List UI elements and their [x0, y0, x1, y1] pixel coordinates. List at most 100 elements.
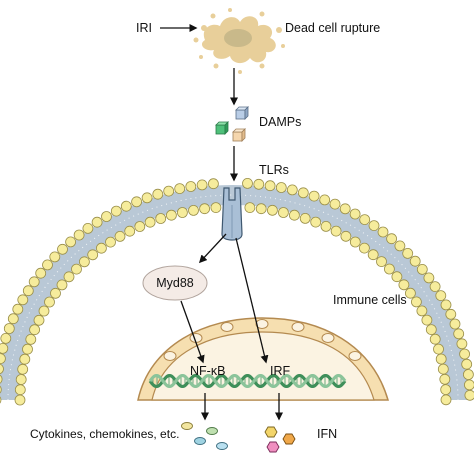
lipid-head [310, 216, 322, 228]
lipid-head [28, 276, 40, 288]
dna-strand-2 [148, 373, 347, 389]
lipid-head [56, 279, 68, 291]
lipid-head [196, 179, 208, 191]
lipid-head [57, 243, 68, 255]
lipid-head [15, 374, 27, 385]
cytokine-molecule [216, 442, 228, 450]
nuclear-pore [291, 322, 305, 332]
cytokine-molecules [181, 422, 228, 450]
lipid-head [7, 313, 19, 325]
lipid-head [199, 203, 211, 215]
lipid-head [253, 178, 265, 190]
debris [199, 55, 203, 59]
lipid-head [244, 202, 256, 214]
lipid-head [288, 209, 300, 221]
lipid-head [152, 188, 164, 200]
lipid-head [91, 216, 103, 228]
lipid-head [456, 338, 468, 350]
label-iri: IRI [136, 21, 152, 35]
lipid-head [79, 256, 90, 268]
lipid-head [141, 192, 153, 204]
arrows [160, 24, 283, 421]
lipid-head [96, 242, 107, 254]
lipid-head [176, 207, 188, 218]
lipid-head [349, 236, 361, 248]
cytokine-molecule [181, 422, 193, 430]
debris [201, 25, 207, 31]
lipid-head [73, 229, 85, 241]
lipid-head [44, 296, 55, 308]
arrow-tlr-to-irf [235, 237, 269, 364]
lipid-head [134, 221, 146, 232]
lipid-head [63, 271, 75, 283]
lipid-head [425, 324, 437, 336]
nuclear-pore [163, 351, 177, 361]
lipid-head [120, 200, 132, 212]
lipid-head [49, 251, 61, 263]
lipid-head [319, 194, 331, 206]
label-immune-cells: Immune cells [333, 293, 407, 307]
lipid-head [429, 333, 441, 345]
lipid-head [0, 374, 3, 384]
lipid-head [131, 196, 143, 208]
lipid-head [297, 187, 309, 199]
lipid-head [275, 182, 287, 193]
lipid-head [207, 178, 219, 190]
lipid-head [0, 396, 2, 404]
labels: IRI Dead cell rupture DAMPs TLRs Myd88 I… [30, 21, 407, 441]
dead-cell [193, 8, 285, 74]
membrane-outer-heads [0, 177, 474, 404]
nuclear-pore [255, 319, 269, 329]
arrow-myd88-to-nfkb [180, 300, 205, 364]
debris [210, 13, 216, 19]
label-tlrs: TLRs [259, 163, 289, 177]
dna-helix [148, 373, 347, 389]
lipid-head [410, 296, 422, 308]
label-damps: DAMPs [259, 115, 301, 129]
lipid-head [429, 281, 441, 293]
lipid-head [340, 230, 352, 242]
membrane-tail-lines [7, 194, 459, 401]
lipid-head [464, 389, 474, 401]
debris [193, 37, 199, 43]
lipid-head [386, 233, 398, 245]
lipid-head [163, 185, 175, 197]
debris [213, 63, 219, 69]
ifn-molecule [282, 433, 296, 445]
lipid-head [329, 198, 341, 210]
lipid-head [449, 318, 461, 330]
lipid-head [82, 222, 94, 234]
label-ifn: IFN [317, 427, 337, 441]
lipid-head [3, 323, 15, 334]
debris [276, 27, 282, 33]
lipid-head [29, 324, 40, 336]
lipid-head [330, 225, 342, 237]
lipid-head [22, 343, 33, 355]
lipid-head [0, 363, 4, 375]
nuclear-pore [321, 333, 335, 343]
lipid-head [459, 348, 471, 360]
lipid-head [22, 285, 34, 297]
cytokine-molecule [206, 427, 218, 435]
lipid-head [440, 394, 452, 406]
lipid-head [435, 353, 447, 365]
lipid-head [14, 384, 26, 396]
lipid-head [439, 373, 451, 385]
lipid-head [461, 358, 473, 370]
lipid-head [144, 216, 156, 228]
damp-cube-blue [235, 106, 249, 120]
cell-membrane [0, 177, 474, 406]
lipid-head [188, 204, 199, 216]
lipid-head [38, 305, 50, 317]
label-nfkb: NF-κB [190, 364, 225, 378]
lipid-head [185, 181, 197, 192]
lipid-head [33, 314, 45, 326]
ifn-molecules [264, 426, 296, 453]
lipid-head [124, 225, 136, 237]
lipid-head [155, 213, 167, 224]
lipid-head [105, 236, 116, 248]
myd88-ellipse [142, 265, 208, 301]
damp-cube-green [215, 121, 229, 135]
nuclear-pore [220, 322, 234, 332]
